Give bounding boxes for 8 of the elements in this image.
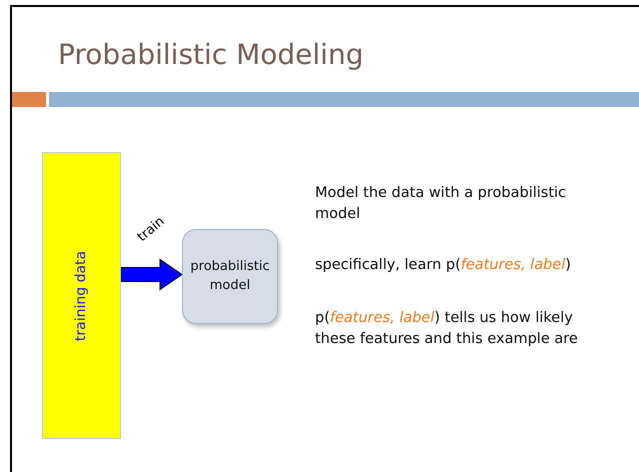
- text-paragraph: specifically, learn p(features, label): [315, 256, 572, 275]
- text-paragraph: Model the data with a probabilistic model: [315, 184, 568, 224]
- block-arrow: [120, 258, 183, 290]
- data-bar: training data: [42, 152, 121, 439]
- text-paragraph: p(features, label) tells us how likely these features and this example are: [315, 309, 579, 350]
- slide-title: Probabilistic Modeling: [58, 38, 364, 71]
- model-box: probabilistic model: [182, 229, 278, 324]
- edge-label: train: [134, 214, 168, 245]
